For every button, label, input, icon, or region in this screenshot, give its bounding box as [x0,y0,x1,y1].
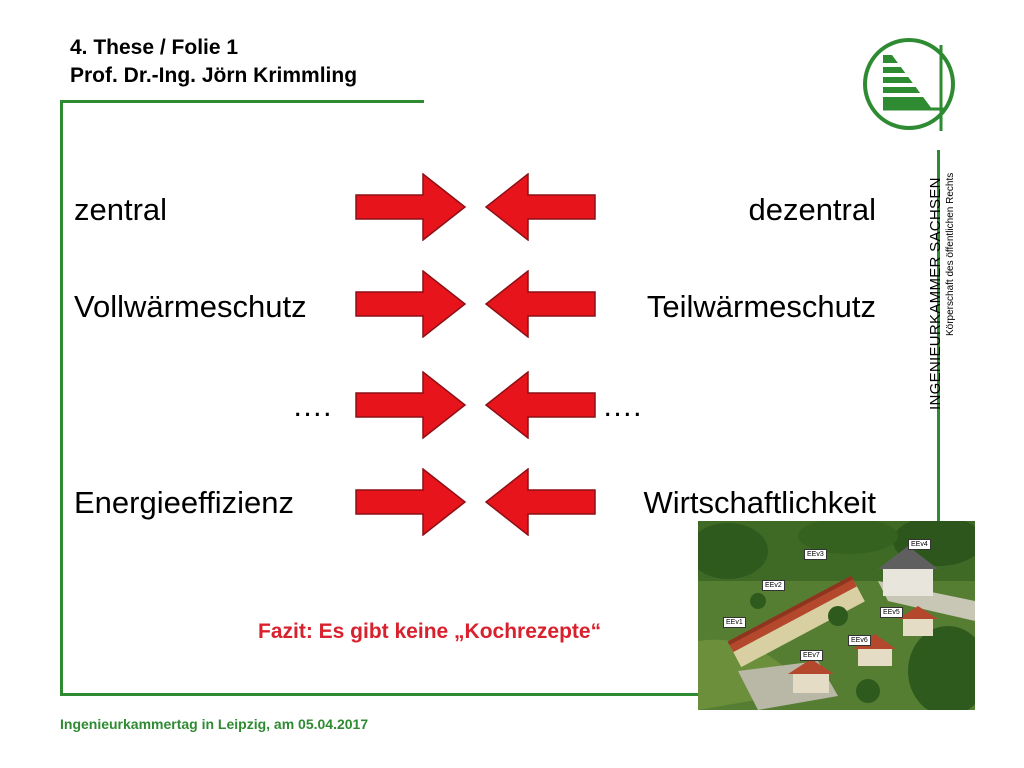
footer-text: Ingenieurkammertag in Leipzig, am 05.04.… [60,716,369,732]
photo-label-eev5: EEv5 [880,607,903,618]
frame-left-line [60,100,63,696]
photo-label-eev6: EEv6 [848,635,871,646]
term-left-4: Energieeffizienz [74,485,295,520]
org-name: INGENIEURKAMMER SACHSEN [927,177,944,410]
arrow-right-icon [355,173,467,241]
aerial-photo-illustration [698,521,975,710]
arrow-right-icon [355,270,467,338]
arrow-right-icon [355,371,467,439]
term-right-1: dezentral [748,192,876,227]
arrow-left-icon [484,468,596,536]
photo-label-eev3: EEv3 [804,549,827,560]
frame-top-line [60,100,424,103]
photo-label-eev4: EEv4 [908,539,931,550]
photo-label-eev1: EEv1 [723,617,746,628]
slide-author: Prof. Dr.-Ing. Jörn Krimmling [70,64,358,87]
photo-label-eev7: EEv7 [800,650,823,661]
arrow-left-icon [484,371,596,439]
stepped-lines-logo-icon [863,38,955,131]
term-right-3: …. [602,388,642,423]
arrow-left-icon [484,270,596,338]
frame-bottom-line [60,693,700,696]
aerial-photo: EEv1 EEv2 EEv3 EEv4 EEv5 EEv6 EEv7 [698,521,975,710]
frame-right-line [937,150,940,522]
arrow-right-icon [355,468,467,536]
term-right-2: Teilwärmeschutz [646,289,876,324]
term-left-2: Vollwärmeschutz [74,289,307,324]
org-subtitle: Körperschaft des öffentlichen Rechts [945,172,956,336]
arrow-left-icon [484,173,596,241]
conclusion-text: Fazit: Es gibt keine „Kochrezepte“ [258,620,602,643]
photo-label-eev2: EEv2 [762,580,785,591]
term-right-4: Wirtschaftlichkeit [643,485,876,520]
term-left-1: zentral [74,192,168,227]
slide-title: 4. These / Folie 1 [70,36,239,59]
term-left-3: …. [292,388,332,423]
